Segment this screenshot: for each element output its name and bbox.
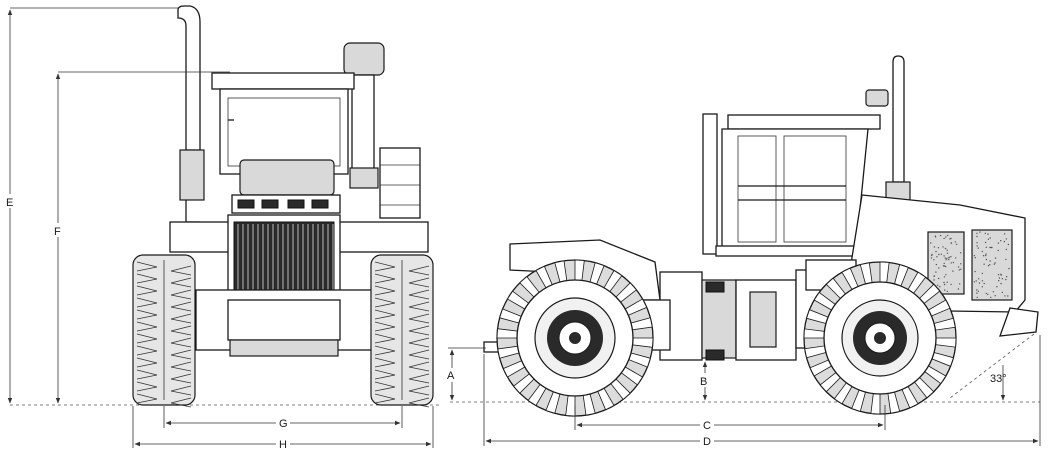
front-right-tire	[370, 254, 434, 408]
front-left-tire	[132, 254, 196, 408]
dimension-c-label: C	[703, 420, 711, 432]
dimension-b: B	[698, 361, 712, 401]
dimension-g: G	[163, 406, 403, 430]
front-hood	[231, 159, 341, 214]
dimension-c: C	[574, 405, 886, 432]
front-grille	[227, 214, 341, 301]
dimension-g-label: G	[279, 418, 288, 430]
dimension-b-label: B	[700, 376, 707, 388]
angle-label: 33°	[990, 373, 1007, 385]
dimension-d: D	[483, 335, 1041, 448]
dimension-e: E	[3, 7, 178, 404]
dimension-h-label: H	[279, 439, 287, 449]
dimension-d-label: D	[703, 436, 711, 448]
dimension-f-label: F	[54, 226, 61, 238]
front-air-cleaner	[343, 42, 385, 189]
front-exhaust-stack	[177, 5, 205, 223]
side-view: A B C D 33°	[446, 55, 1041, 448]
approach-angle: 33°	[949, 333, 1035, 401]
side-cab	[715, 114, 881, 257]
front-view: E F G H	[3, 5, 440, 449]
dimension-a: A	[446, 347, 486, 401]
front-cab	[211, 72, 355, 175]
dimension-e-label: E	[6, 197, 13, 209]
dimension-h: H	[132, 406, 434, 449]
dimension-f: F	[51, 71, 230, 404]
front-tire-side	[803, 261, 957, 415]
rear-tire	[496, 259, 654, 417]
dimension-a-label: A	[447, 370, 455, 382]
